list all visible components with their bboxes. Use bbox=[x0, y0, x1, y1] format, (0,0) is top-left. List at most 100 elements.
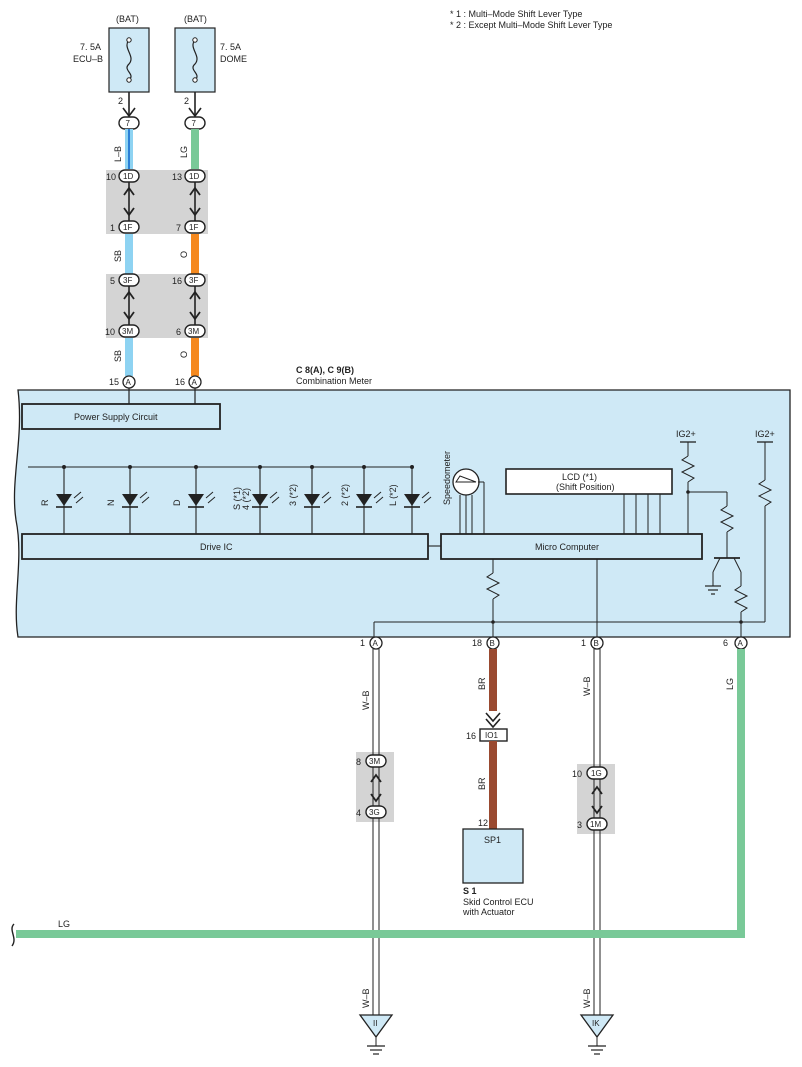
svg-text:IO1: IO1 bbox=[485, 731, 498, 740]
svg-text:3M: 3M bbox=[188, 327, 199, 336]
br-wire: BR IO1 16 BR 12 SP1 S 1 Skid Control ECU… bbox=[462, 649, 534, 917]
indicator-led: D bbox=[172, 465, 216, 534]
wire-color-o: O bbox=[179, 251, 189, 258]
fuse-pin: 2 bbox=[184, 96, 189, 106]
pin-6: 6 bbox=[176, 327, 181, 337]
svg-text:3F: 3F bbox=[189, 276, 198, 285]
svg-text:A: A bbox=[738, 639, 744, 648]
led-label: D bbox=[172, 499, 182, 506]
meter-bottom-pins: A 1 B 18 B 1 A 6 bbox=[360, 636, 748, 650]
wire-color-lb: L–B bbox=[113, 146, 123, 162]
ig2-right-label: IG2+ bbox=[755, 429, 775, 439]
wire-color-sb-2: SB bbox=[113, 350, 123, 362]
svg-text:Micro Computer: Micro Computer bbox=[535, 542, 599, 552]
meter-code: C 8(A), C 9(B) bbox=[296, 365, 354, 375]
led-label: S (*1) bbox=[232, 487, 242, 510]
wire-color-o-2: O bbox=[179, 351, 189, 358]
indicator-led: L (*2) bbox=[388, 465, 432, 534]
svg-text:1G: 1G bbox=[591, 769, 602, 778]
svg-text:W–B: W–B bbox=[582, 988, 592, 1008]
svg-text:Power Supply Circuit: Power Supply Circuit bbox=[74, 412, 158, 422]
pin-10: 10 bbox=[106, 172, 116, 182]
speedometer-label: Speedometer bbox=[442, 451, 452, 505]
svg-text:8: 8 bbox=[356, 757, 361, 767]
svg-text:4: 4 bbox=[356, 808, 361, 818]
svg-text:10: 10 bbox=[572, 769, 582, 779]
pin-13: 13 bbox=[172, 172, 182, 182]
svg-text:B: B bbox=[490, 639, 495, 648]
wire-color-sb: SB bbox=[113, 250, 123, 262]
led-label: R bbox=[40, 499, 50, 506]
wire-color-lg-top: LG bbox=[179, 146, 189, 158]
indicator-led: 2 (*2) bbox=[340, 465, 384, 534]
fuse-pin: 2 bbox=[118, 96, 123, 106]
indicator-led: R bbox=[40, 465, 84, 534]
svg-text:3M: 3M bbox=[122, 327, 133, 336]
fuse-rating: 7. 5A bbox=[220, 42, 241, 52]
pin-7: 7 bbox=[176, 223, 181, 233]
svg-text:1F: 1F bbox=[123, 223, 132, 232]
svg-text:1M: 1M bbox=[590, 820, 601, 829]
combination-meter bbox=[13, 389, 791, 638]
svg-text:LG: LG bbox=[58, 919, 70, 929]
svg-text:Drive IC: Drive IC bbox=[200, 542, 233, 552]
svg-text:W–B: W–B bbox=[361, 690, 371, 710]
svg-text:1F: 1F bbox=[189, 223, 198, 232]
led-label: 3 (*2) bbox=[288, 484, 298, 506]
note-2: * 2 : Except Multi–Mode Shift Lever Type bbox=[450, 20, 612, 30]
indicator-led: 3 (*2) bbox=[288, 465, 332, 534]
svg-text:3F: 3F bbox=[123, 276, 132, 285]
pin-16b: 16 bbox=[175, 377, 185, 387]
svg-text:7: 7 bbox=[192, 119, 197, 128]
svg-text:1D: 1D bbox=[123, 172, 133, 181]
fuse-name: DOME bbox=[220, 54, 247, 64]
fuse-name: ECU–B bbox=[73, 54, 103, 64]
wb-wire-right: W–B 1G 10 1M 3 W–B IK bbox=[572, 649, 615, 1055]
svg-text:BR: BR bbox=[477, 677, 487, 690]
indicator-leds: R N D S (*1)4 (*2) 3 (*2) 2 (*2) L (*2) bbox=[40, 465, 432, 534]
lcd-display bbox=[505, 468, 673, 495]
svg-text:with Actuator: with Actuator bbox=[462, 907, 515, 917]
indicator-led: S (*1)4 (*2) bbox=[232, 465, 280, 534]
svg-text:LCD (*1): LCD (*1) bbox=[562, 472, 597, 482]
drive-ic bbox=[21, 533, 429, 560]
svg-text:Skid Control ECU: Skid Control ECU bbox=[463, 897, 534, 907]
wb-wire-left: W–B 3M 8 3G 4 W–B II bbox=[356, 649, 394, 1055]
svg-text:SP1: SP1 bbox=[484, 835, 501, 845]
svg-text:3M: 3M bbox=[369, 757, 380, 766]
svg-text:II: II bbox=[373, 1019, 377, 1028]
svg-text:7: 7 bbox=[126, 119, 131, 128]
svg-text:B: B bbox=[594, 639, 599, 648]
pin-15: 15 bbox=[109, 377, 119, 387]
pin-16: 16 bbox=[172, 276, 182, 286]
led-label: 4 (*2) bbox=[241, 488, 251, 510]
fuse-ecu-b: (BAT) 7. 5A ECU–B 2 bbox=[73, 14, 150, 106]
indicator-led: N bbox=[106, 465, 150, 534]
ig2-left-label: IG2+ bbox=[676, 429, 696, 439]
fuse-dome: (BAT) 7. 5A DOME 2 bbox=[174, 14, 247, 106]
pin-5: 5 bbox=[110, 276, 115, 286]
svg-text:1: 1 bbox=[581, 638, 586, 648]
micro-computer bbox=[440, 533, 703, 560]
svg-text:S 1: S 1 bbox=[463, 886, 477, 896]
svg-text:(Shift Position): (Shift Position) bbox=[556, 482, 615, 492]
svg-text:IK: IK bbox=[592, 1019, 600, 1028]
svg-text:A: A bbox=[126, 378, 132, 387]
svg-text:A: A bbox=[192, 378, 198, 387]
power-supply-circuit bbox=[21, 403, 221, 430]
pin-1: 1 bbox=[110, 223, 115, 233]
fuse-source: (BAT) bbox=[116, 14, 139, 24]
svg-text:1D: 1D bbox=[189, 172, 199, 181]
svg-text:12: 12 bbox=[478, 818, 488, 828]
svg-text:6: 6 bbox=[723, 638, 728, 648]
fuse-rating: 7. 5A bbox=[80, 42, 101, 52]
svg-text:1: 1 bbox=[360, 638, 365, 648]
pin-10b: 10 bbox=[105, 327, 115, 337]
note-1: * 1 : Multi–Mode Shift Lever Type bbox=[450, 9, 582, 19]
svg-text:16: 16 bbox=[466, 731, 476, 741]
svg-text:3: 3 bbox=[577, 820, 582, 830]
svg-text:3G: 3G bbox=[369, 808, 380, 817]
svg-text:A: A bbox=[373, 639, 379, 648]
led-label: L (*2) bbox=[388, 484, 398, 506]
